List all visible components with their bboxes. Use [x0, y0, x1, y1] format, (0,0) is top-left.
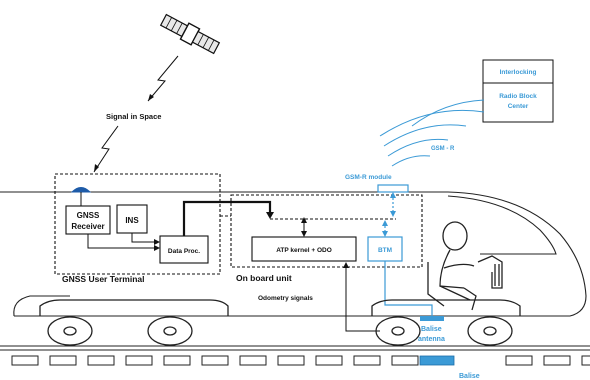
sleeper [505, 355, 533, 366]
track-sleepers [11, 355, 590, 366]
sleeper [125, 355, 153, 366]
atp-kernel-box: ATP kernel + ODO [251, 236, 357, 262]
data-proc-label: Data Proc. [168, 248, 200, 255]
bus-to-atp-arrow [301, 217, 307, 237]
gnss-to-dataproc-arrow [87, 234, 160, 251]
sleeper [11, 355, 39, 366]
interlocking-label: Interlocking [500, 69, 537, 76]
sleeper [163, 355, 191, 366]
gnss-receiver-box: GNSS Receiver [65, 205, 111, 235]
front-bogie [371, 299, 521, 346]
rear-bogie [39, 299, 229, 346]
driver-figure-icon [427, 221, 503, 311]
sleeper [87, 355, 115, 366]
odometry-signal-arrow [343, 262, 380, 332]
ins-box: INS [116, 204, 148, 234]
signal-arrow-upper [147, 55, 179, 102]
gnss-receiver-label-line2: Receiver [71, 222, 104, 231]
sleeper [239, 355, 267, 366]
sleeper [543, 355, 571, 366]
dataproc-to-obu-arrow [182, 200, 274, 236]
atp-kernel-label: ATP kernel + ODO [276, 247, 332, 254]
btm-label: BTM [378, 247, 392, 254]
on-board-unit-label: On board unit [236, 273, 292, 283]
gsm-r-module-box [377, 184, 409, 193]
sleeper [49, 355, 77, 366]
balise-antenna-label-line1: Balise [421, 326, 442, 333]
rbc-label-line2: Center [508, 103, 529, 110]
ins-to-dataproc-arrow [131, 233, 160, 245]
sleeper [391, 355, 419, 366]
gnss-receiver-label-line1: GNSS [77, 211, 100, 220]
odometry-signals-label: Odometry signals [258, 295, 313, 302]
rail-track [0, 345, 590, 351]
balise-icon [419, 355, 455, 366]
gsm-r-label: GSM - R [431, 146, 455, 152]
gnss-user-terminal-label: GNSS User Terminal [62, 274, 145, 284]
signal-arrow-lower [93, 125, 119, 173]
rbc-label-line1: Radio Block [499, 93, 537, 100]
signal-in-space-label: Signal in Space [106, 112, 161, 121]
balise-label: Balise [459, 373, 480, 380]
interlocking-rbc-box: Interlocking Radio Block Center [482, 59, 554, 123]
bus-to-btm-link [382, 220, 388, 237]
sleeper [353, 355, 381, 366]
train-body [0, 191, 587, 317]
sleeper [201, 355, 229, 366]
sleeper [315, 355, 343, 366]
ins-label: INS [125, 216, 139, 225]
btm-to-antenna-line [384, 261, 433, 316]
gsm-r-module-label: GSM-R module [345, 174, 392, 181]
gnss-antenna-icon [70, 187, 92, 206]
gsm-r-waves-icon [379, 99, 485, 167]
sleeper [277, 355, 305, 366]
data-proc-box: Data Proc. [159, 235, 209, 264]
satellite-icon [159, 13, 221, 55]
gnss-user-terminal-frame [54, 173, 221, 275]
balise-antenna-label-line2: antenna [418, 336, 445, 343]
btm-box: BTM [367, 236, 403, 262]
gsmr-to-bus-link [390, 192, 396, 217]
sleeper [581, 355, 590, 366]
on-board-unit-frame [230, 194, 423, 268]
balise-antenna-icon [420, 316, 444, 321]
